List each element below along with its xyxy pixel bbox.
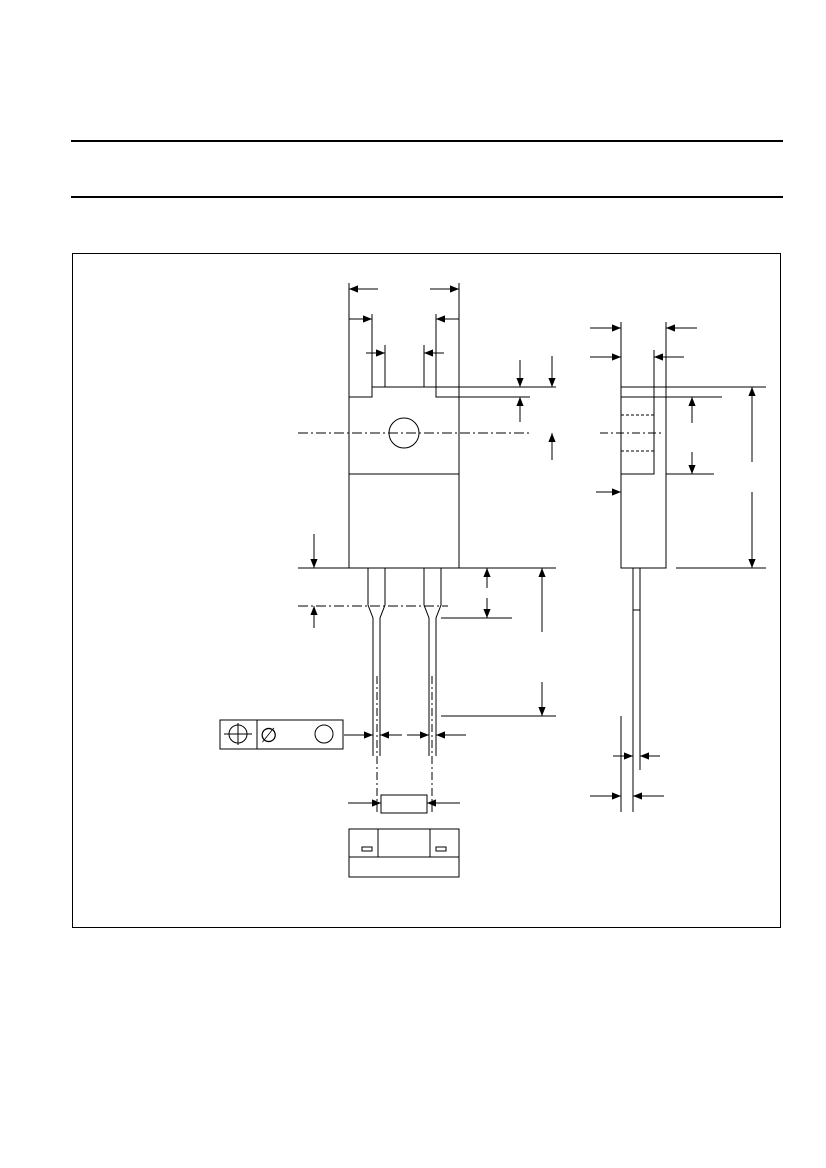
diameter-symbol: ∅ (260, 723, 277, 747)
lead-left (367, 568, 386, 716)
lead-right (423, 568, 442, 716)
lead-cross-section (348, 794, 460, 814)
side-view (600, 386, 667, 812)
header-top-rule (71, 140, 783, 142)
side-tab-step (621, 387, 655, 475)
side-body-outline (620, 386, 667, 569)
bottom-view (348, 828, 460, 878)
header-bottom-rule (71, 196, 783, 198)
side-extension-lines (620, 322, 766, 569)
datum-circle (314, 724, 334, 744)
front-view (298, 386, 530, 812)
front-dimension-arrows (310, 285, 556, 756)
front-body-outline (348, 386, 460, 569)
front-extension-lines (298, 283, 556, 717)
side-dimension-arrows (590, 324, 756, 800)
tolerance-frame (219, 719, 344, 750)
side-lead (632, 568, 641, 716)
drawing-frame (72, 253, 781, 928)
